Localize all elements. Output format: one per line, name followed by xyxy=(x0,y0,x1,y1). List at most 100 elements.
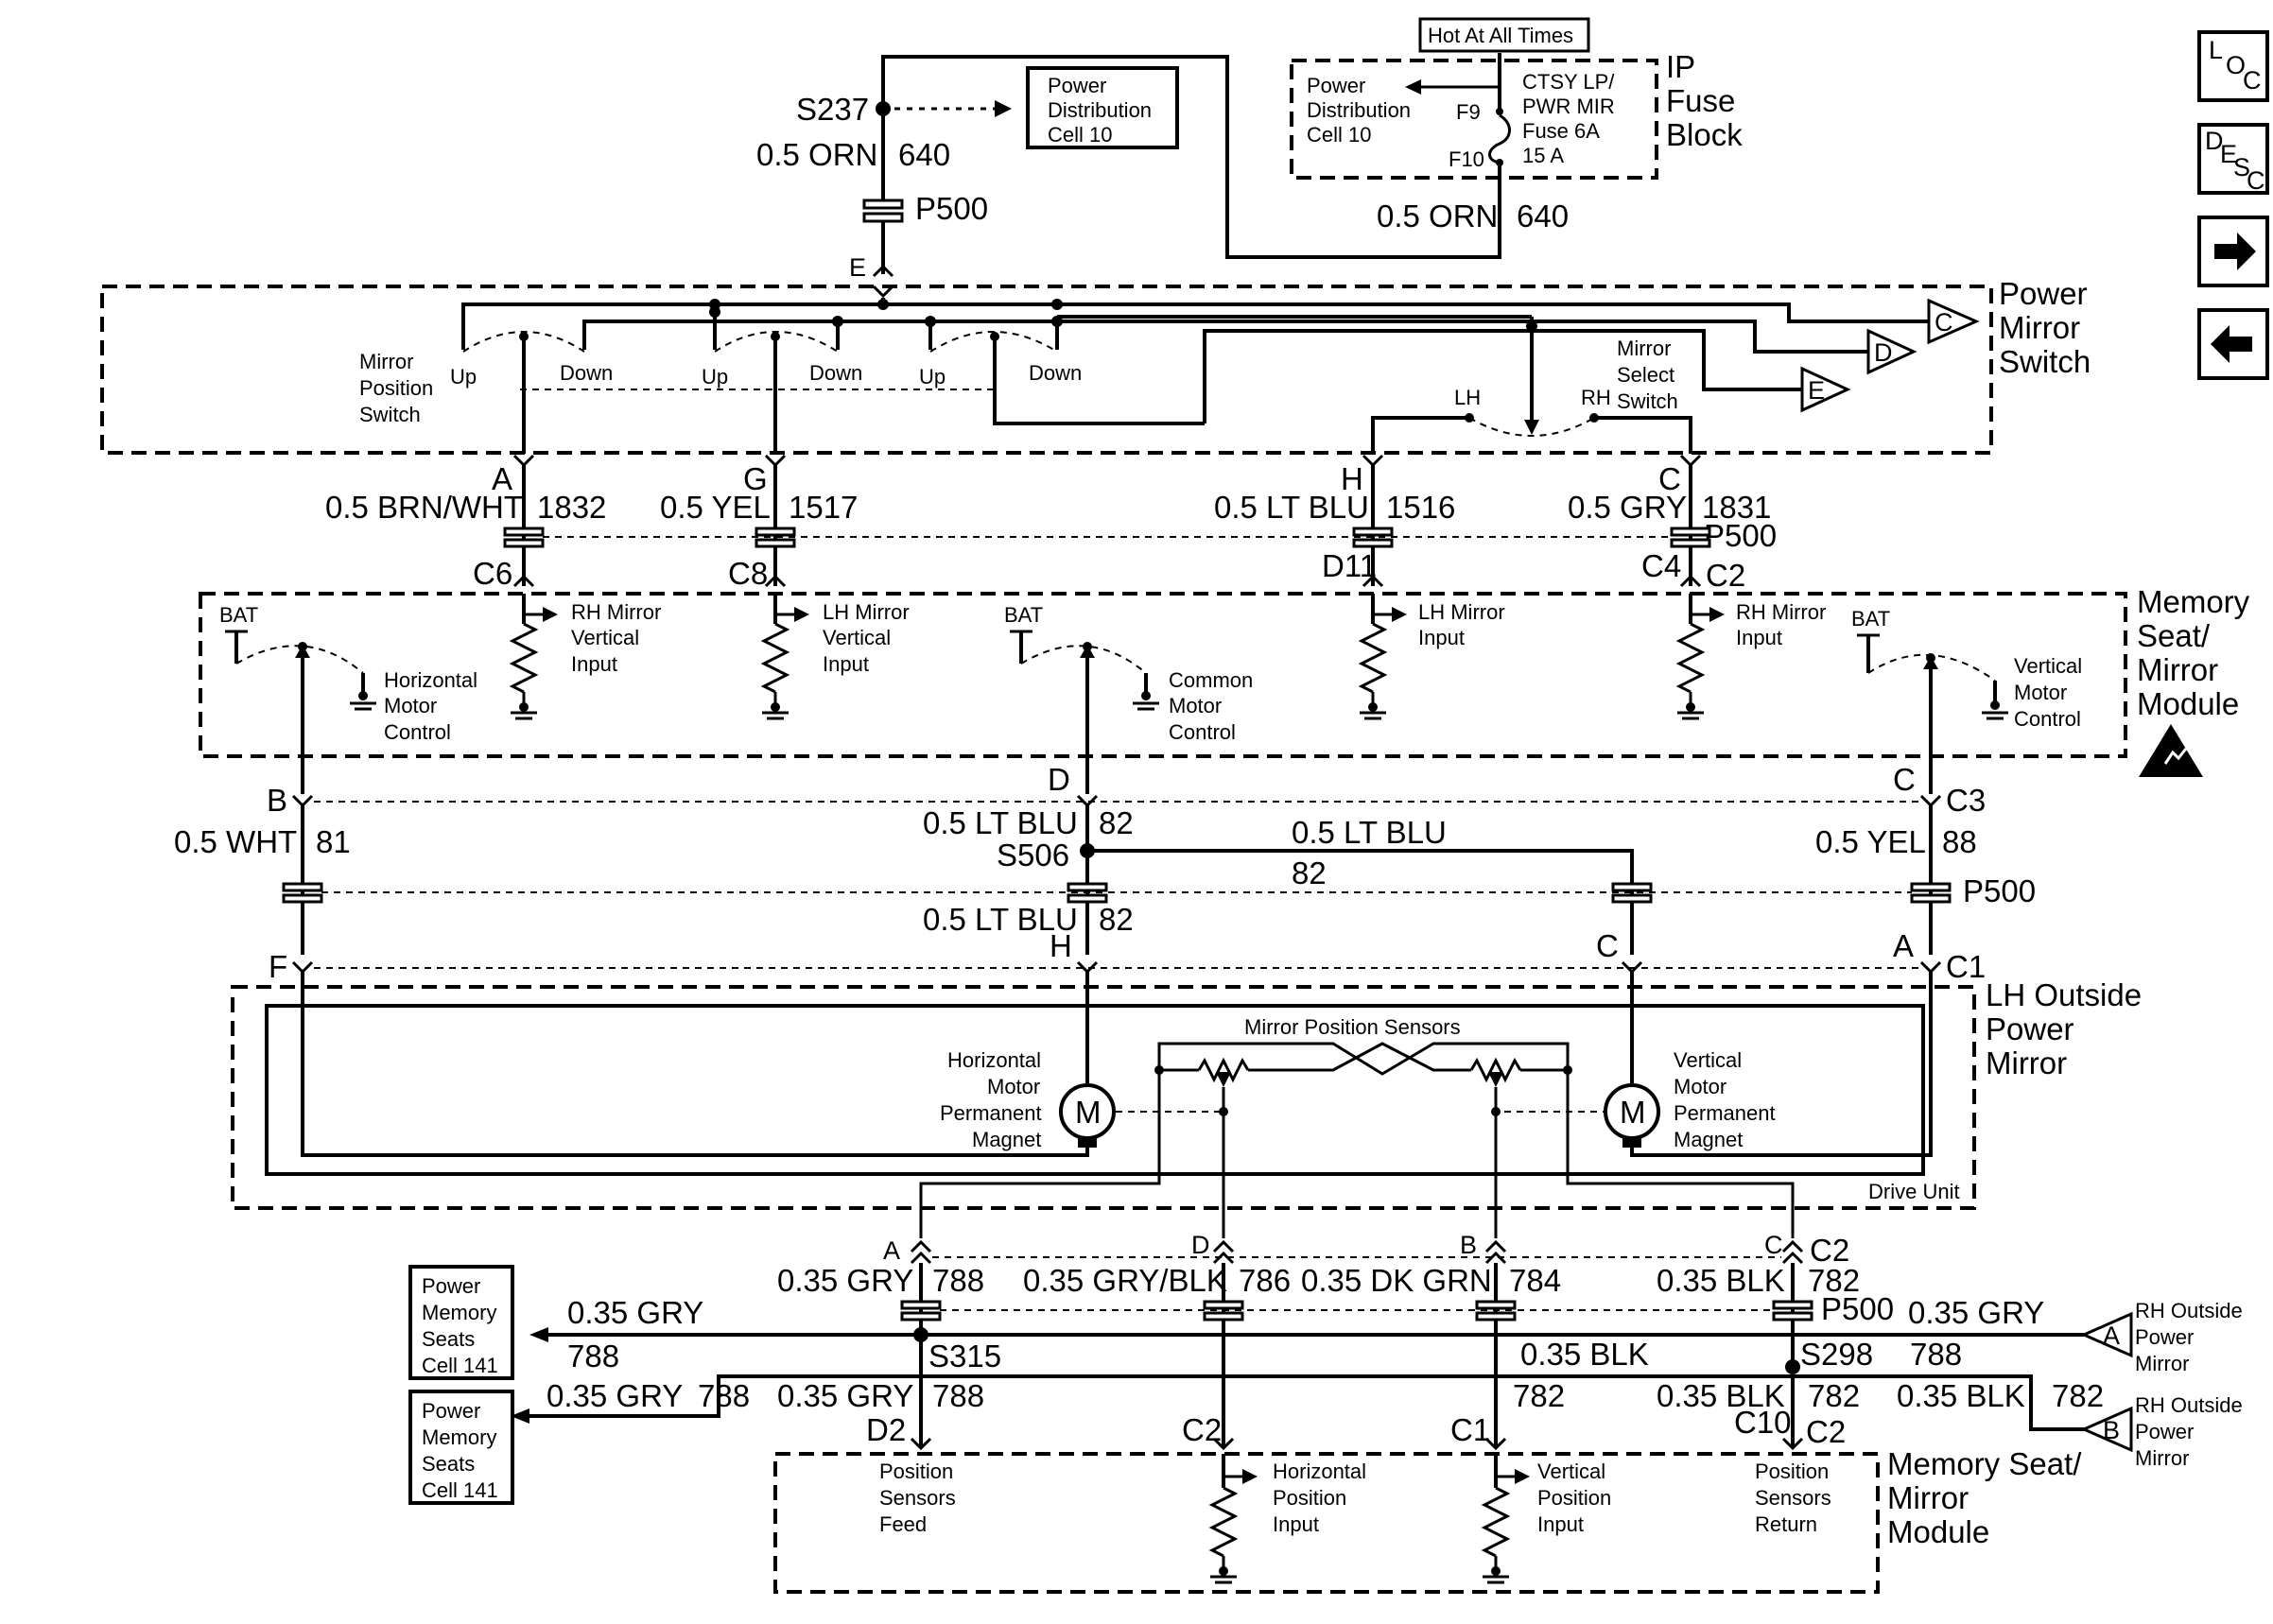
wire-1516-size: 0.5 LT BLU xyxy=(1214,490,1369,525)
mirror-position-switch-line1: Mirror xyxy=(359,350,413,373)
wire-82-num: 82 xyxy=(1099,805,1134,840)
fuse-line3: Fuse 6A xyxy=(1522,119,1600,143)
wire-784-size: 0.35 DK GRN xyxy=(1301,1263,1492,1298)
triangle-e-label: E xyxy=(1808,376,1825,405)
mirror-position-switch-line2: Position xyxy=(359,376,433,400)
splice-s298-label: S298 xyxy=(1800,1337,1873,1372)
splice-s237 xyxy=(876,101,891,116)
wire-81-size: 0.5 WHT xyxy=(174,824,297,859)
vert-pos-line3: Input xyxy=(1537,1512,1584,1536)
mirror-position-switch-line3: Switch xyxy=(359,403,421,426)
horiz-pos-line3: Input xyxy=(1273,1512,1319,1536)
splice-s298 xyxy=(1785,1359,1800,1374)
hot-at-all-times-label: Hot At All Times xyxy=(1428,24,1573,47)
pms1-line4: Cell 141 xyxy=(422,1354,498,1377)
blk2-num: 782 xyxy=(1808,1378,1860,1413)
lh-vert-line2: Vertical xyxy=(823,626,891,649)
vert-ctrl-line2: Motor xyxy=(2014,681,2067,704)
drive-unit-box xyxy=(265,1004,1925,1176)
memory-module-bottom: Memory Seat/ Mirror Module Position Sens… xyxy=(773,1446,2082,1594)
lh-input-line1: LH Mirror xyxy=(1418,600,1505,624)
pdc10-line2: Distribution xyxy=(1048,98,1152,122)
horizontal-motor-control: BAT xyxy=(219,603,376,794)
select-rh-label: RH xyxy=(1581,386,1611,409)
wire-82-size: 0.5 LT BLU xyxy=(923,805,1078,840)
fuse-f9-label: F9 xyxy=(1456,100,1481,124)
module2-title1: Memory Seat/ xyxy=(1887,1446,2082,1481)
sensor-wires: A D B C C2 0.35 GRY 788 0.35 GRY/BLK 786… xyxy=(408,1231,2243,1505)
connector-p500-row1 xyxy=(503,527,1711,548)
wire-88-size: 0.5 YEL xyxy=(1815,824,1926,859)
lh-vertical-input xyxy=(760,594,809,720)
pin-a-label: A xyxy=(1893,928,1914,963)
desc-letter-c: C xyxy=(2247,166,2265,195)
fuse-line2: PWR MIR xyxy=(1522,95,1615,118)
power-memory-seats-box-1 xyxy=(408,1265,514,1380)
wire-640b-size: 0.5 ORN xyxy=(1377,199,1498,233)
switch-down-label-3: Down xyxy=(1029,361,1082,385)
cavity-c1b-label: C1 xyxy=(1450,1412,1490,1447)
return-line3: Return xyxy=(1755,1512,1817,1536)
common-ctrl-line3: Control xyxy=(1169,720,1236,744)
vert-ctrl-line3: Control xyxy=(2014,707,2081,731)
previous-page-button[interactable] xyxy=(2197,308,2269,380)
mirror-select-line3: Switch xyxy=(1617,389,1678,413)
wire-788-size: 0.35 GRY xyxy=(777,1263,913,1298)
pdc10-line3: Cell 10 xyxy=(1048,123,1112,147)
switch-down-label-1: Down xyxy=(560,361,613,385)
wire-82b-size: 0.5 LT BLU xyxy=(1292,815,1447,850)
connector-p500-row3 xyxy=(900,1300,1813,1322)
next-page-button[interactable] xyxy=(2197,216,2269,287)
loc-letter-c: C xyxy=(2243,66,2262,95)
gry1-size: 0.35 GRY xyxy=(567,1295,703,1330)
rh-outside2-line3: Mirror xyxy=(2135,1446,2189,1470)
rh-blk-num: 782 xyxy=(2052,1378,2104,1413)
vertical-motor-control: BAT xyxy=(1851,607,2008,794)
pin-d-label: D xyxy=(1048,762,1070,797)
pin-c-label: C xyxy=(1893,762,1916,797)
location-button[interactable]: L O C xyxy=(2197,30,2269,102)
vert-motor-line4: Magnet xyxy=(1674,1128,1743,1151)
wire-788-num: 788 xyxy=(932,1263,984,1298)
wire-1517-num: 1517 xyxy=(789,490,858,525)
wire-1517-size: 0.5 YEL xyxy=(660,490,771,525)
cavity-c10-label: C10 xyxy=(1734,1405,1792,1440)
pin-h-label: H xyxy=(1050,928,1072,963)
switch-title2: Mirror xyxy=(1999,310,2080,345)
module2-title2: Mirror xyxy=(1887,1480,1969,1515)
horiz-ctrl-line1: Horizontal xyxy=(384,668,477,692)
pin-c2-label: C xyxy=(1596,928,1619,963)
power-memory-seats-box-2 xyxy=(408,1390,514,1505)
wire-1517-cavity: C8 xyxy=(728,556,768,591)
pms2-line3: Seats xyxy=(422,1452,475,1476)
vert-pos-line2: Position xyxy=(1537,1486,1611,1510)
rh-vert-line2: Vertical xyxy=(571,626,639,649)
splice-s506-label: S506 xyxy=(997,838,1069,872)
vert-pos-line1: Vertical xyxy=(1537,1460,1605,1483)
wire-1831-size: 0.5 GRY xyxy=(1568,490,1687,525)
feed-line3: Feed xyxy=(879,1512,927,1536)
ip-fuse-block-title1: IP xyxy=(1666,49,1695,84)
switch-up-label-2: Up xyxy=(702,365,728,389)
gry1-num: 788 xyxy=(567,1339,619,1373)
fuse-line1: CTSY LP/ xyxy=(1522,70,1615,94)
wire-1832-num: 1832 xyxy=(537,490,606,525)
switch-triangle-c xyxy=(1927,298,1980,345)
connector-p500-label: P500 xyxy=(915,191,988,226)
feed-line2: Sensors xyxy=(879,1486,956,1510)
arrow-left-icon xyxy=(2211,325,2252,363)
lh-vert-line1: LH Mirror xyxy=(823,600,910,624)
gry2-size: 0.35 GRY xyxy=(547,1378,683,1413)
splice-s237-label: S237 xyxy=(796,92,869,127)
rh-blk-size: 0.35 BLK xyxy=(1897,1378,2025,1413)
description-button[interactable]: D E S C xyxy=(2197,123,2269,195)
gry2-num: 788 xyxy=(698,1378,750,1413)
esd-warning-icon xyxy=(2139,724,2203,777)
lh-vert-line3: Input xyxy=(823,652,869,676)
common-motor-control: BAT xyxy=(1004,603,1159,794)
fuse-pdc-line1: Power xyxy=(1307,74,1365,97)
wire-640-num: 640 xyxy=(898,137,950,172)
power-mirror-switch: Power Mirror Switch C D E Mirror Positi xyxy=(100,276,2091,455)
return-line2: Sensors xyxy=(1755,1486,1831,1510)
